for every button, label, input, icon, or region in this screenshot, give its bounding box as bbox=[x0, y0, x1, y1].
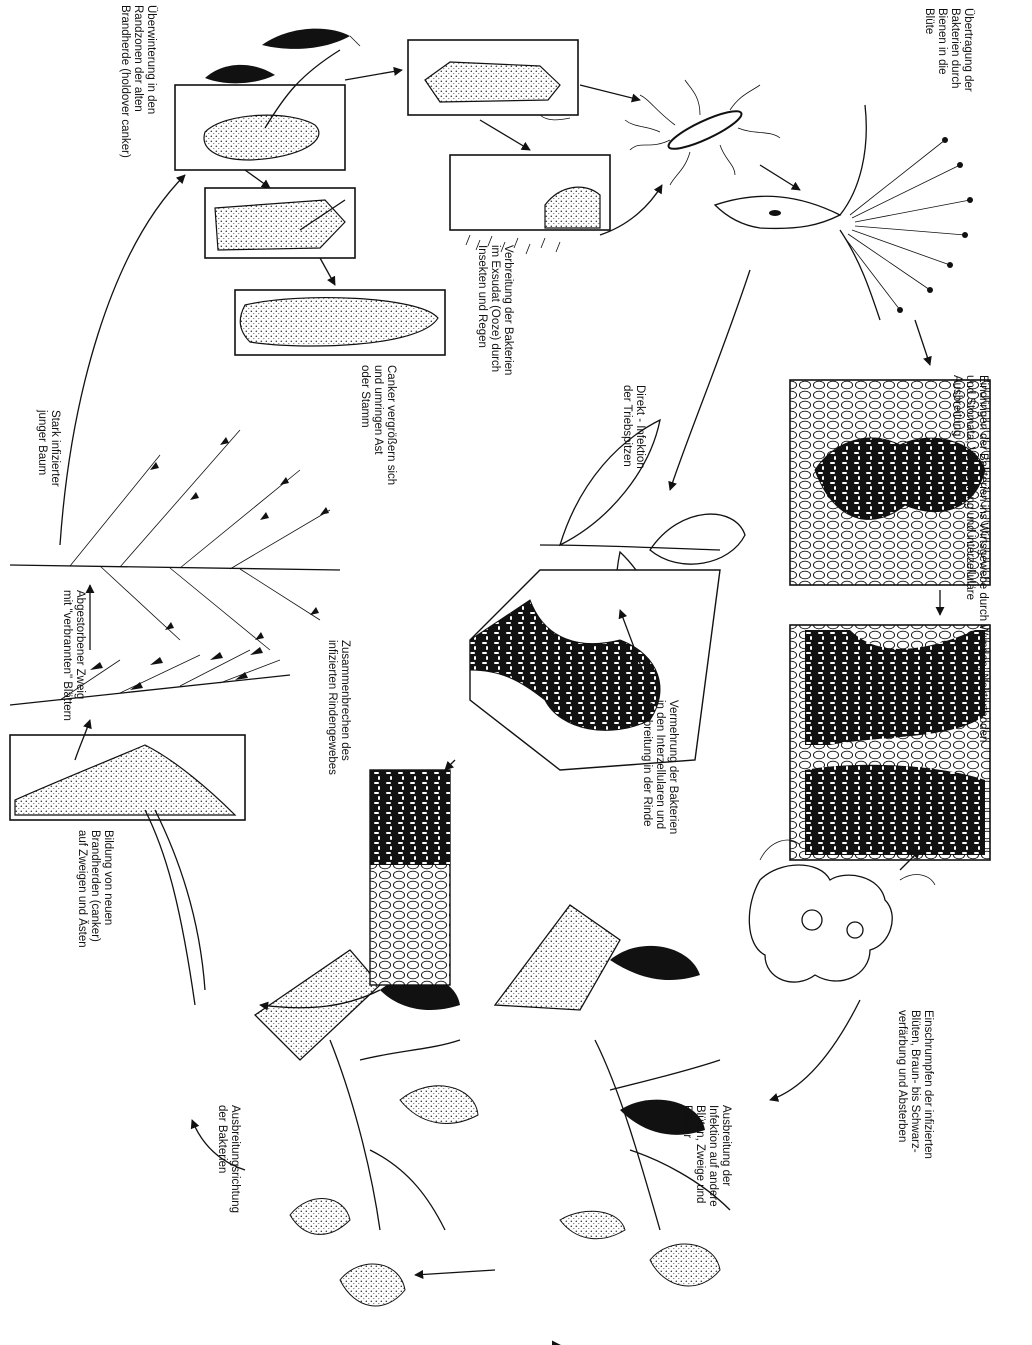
intercellular-panel bbox=[470, 570, 720, 770]
label-blossom-shrivel: Einschrumpfen der infizierten Blüten, Br… bbox=[895, 1010, 934, 1159]
label-multiplication: Vermehrung der Bakterien in den Interzel… bbox=[640, 700, 679, 834]
shriveled-blossoms bbox=[749, 840, 935, 982]
label-infection-spread: Ausbreitung der Infektion auf andere Blü… bbox=[680, 1105, 732, 1207]
blossom-nectary bbox=[715, 105, 973, 320]
collapsed-tissue-panel bbox=[370, 770, 450, 985]
label-dead-twig: Abgestorbener Zweig mit "verbrannten" Bl… bbox=[60, 590, 86, 721]
ooze-panel-rain bbox=[450, 155, 610, 254]
label-bee-transmission: Übertragung der Bakterien durch Bienen i… bbox=[922, 8, 974, 92]
label-canker-enlarge: Canker vergrößern sich und umringen Ast … bbox=[358, 365, 397, 485]
infected-shoot-2 bbox=[255, 950, 478, 1306]
ooze-panel-top bbox=[408, 40, 578, 120]
infected-shoot-1 bbox=[495, 905, 730, 1286]
holdover-canker-panel bbox=[175, 29, 360, 170]
label-ooze-spread: Verbreitung der Bakterien im Exsudat (Oo… bbox=[475, 245, 514, 375]
label-tissue-collapse: Zusammenbrechen des infizierten Rindenge… bbox=[325, 640, 351, 775]
canker-panel-2 bbox=[205, 188, 355, 258]
label-young-tree: Stark infizierter junger Baum bbox=[35, 410, 61, 487]
new-canker-panel bbox=[10, 735, 245, 1005]
dead-twig bbox=[10, 647, 290, 705]
label-bacteria-direction: Ausbreitungsrichtung der Bakterien bbox=[215, 1105, 241, 1213]
canker-panel-3-girdled bbox=[235, 290, 445, 355]
label-direct-infection: Direkt - Infektion der Triebspitzen bbox=[620, 385, 646, 469]
label-host-entry: Eindringen der Bakterien ins Wirtsgewebe… bbox=[950, 375, 989, 742]
label-overwintering: Überwinterung in den Randzonen der alten… bbox=[118, 5, 157, 158]
label-new-cankers: Bildung von neuen Brandherden (canker) a… bbox=[75, 830, 114, 948]
bacterium bbox=[625, 80, 780, 185]
